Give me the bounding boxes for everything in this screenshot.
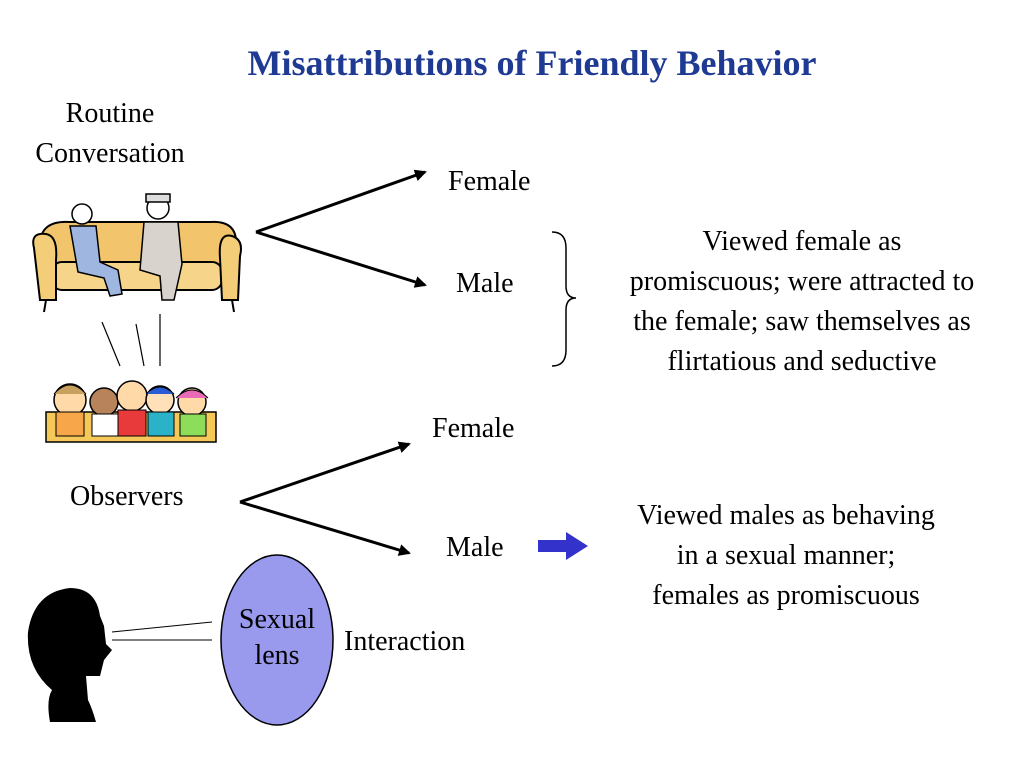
bottom-description: Viewed males as behaving in a sexual man… — [596, 496, 976, 616]
couple-on-sofa-icon — [32, 193, 242, 313]
group-of-people-icon — [45, 380, 217, 443]
sexual-lens-line-1: Sexual — [238, 604, 316, 635]
observer-sightline-2 — [135, 323, 145, 367]
arrow-to-male-top — [255, 230, 427, 288]
top-description: Viewed female as promiscuous; were attra… — [586, 222, 1018, 382]
arrow-to-female-bottom — [239, 441, 411, 504]
observer-sightline-1 — [101, 321, 121, 367]
top-description-line-2: promiscuous; were attracted to — [629, 266, 975, 297]
bottom-description-line-2: in a sexual manner; — [676, 540, 896, 571]
head-silhouette-icon — [27, 588, 112, 722]
curly-brace — [551, 231, 577, 367]
top-description-line-1: Viewed female as — [702, 226, 902, 257]
routine-line-1: Routine — [65, 98, 155, 129]
female-label-top: Female — [448, 166, 531, 197]
observers-label: Observers — [70, 481, 184, 512]
routine-conversation-label: Routine Conversation — [10, 94, 210, 174]
male-label-top: Male — [456, 268, 514, 299]
top-description-line-3: the female; saw themselves as — [633, 306, 971, 337]
right-arrow-icon — [538, 532, 588, 560]
arrow-to-male-bottom — [239, 500, 411, 556]
male-label-bottom: Male — [446, 532, 504, 563]
head-sightline-1 — [111, 621, 213, 633]
bottom-description-line-1: Viewed males as behaving — [637, 500, 935, 531]
interaction-label: Interaction — [344, 626, 466, 657]
sexual-lens-label: Sexual lens — [221, 602, 333, 674]
top-description-line-4: flirtatious and seductive — [667, 346, 937, 377]
slide-title: Misattributions of Friendly Behavior — [247, 43, 817, 83]
bottom-description-line-3: females as promiscuous — [652, 580, 920, 611]
sexual-lens-ellipse — [220, 554, 334, 726]
female-label-bottom: Female — [432, 413, 515, 444]
arrow-to-female-top — [255, 169, 427, 234]
sexual-lens-line-2: lens — [254, 640, 300, 671]
routine-line-2: Conversation — [35, 138, 185, 169]
